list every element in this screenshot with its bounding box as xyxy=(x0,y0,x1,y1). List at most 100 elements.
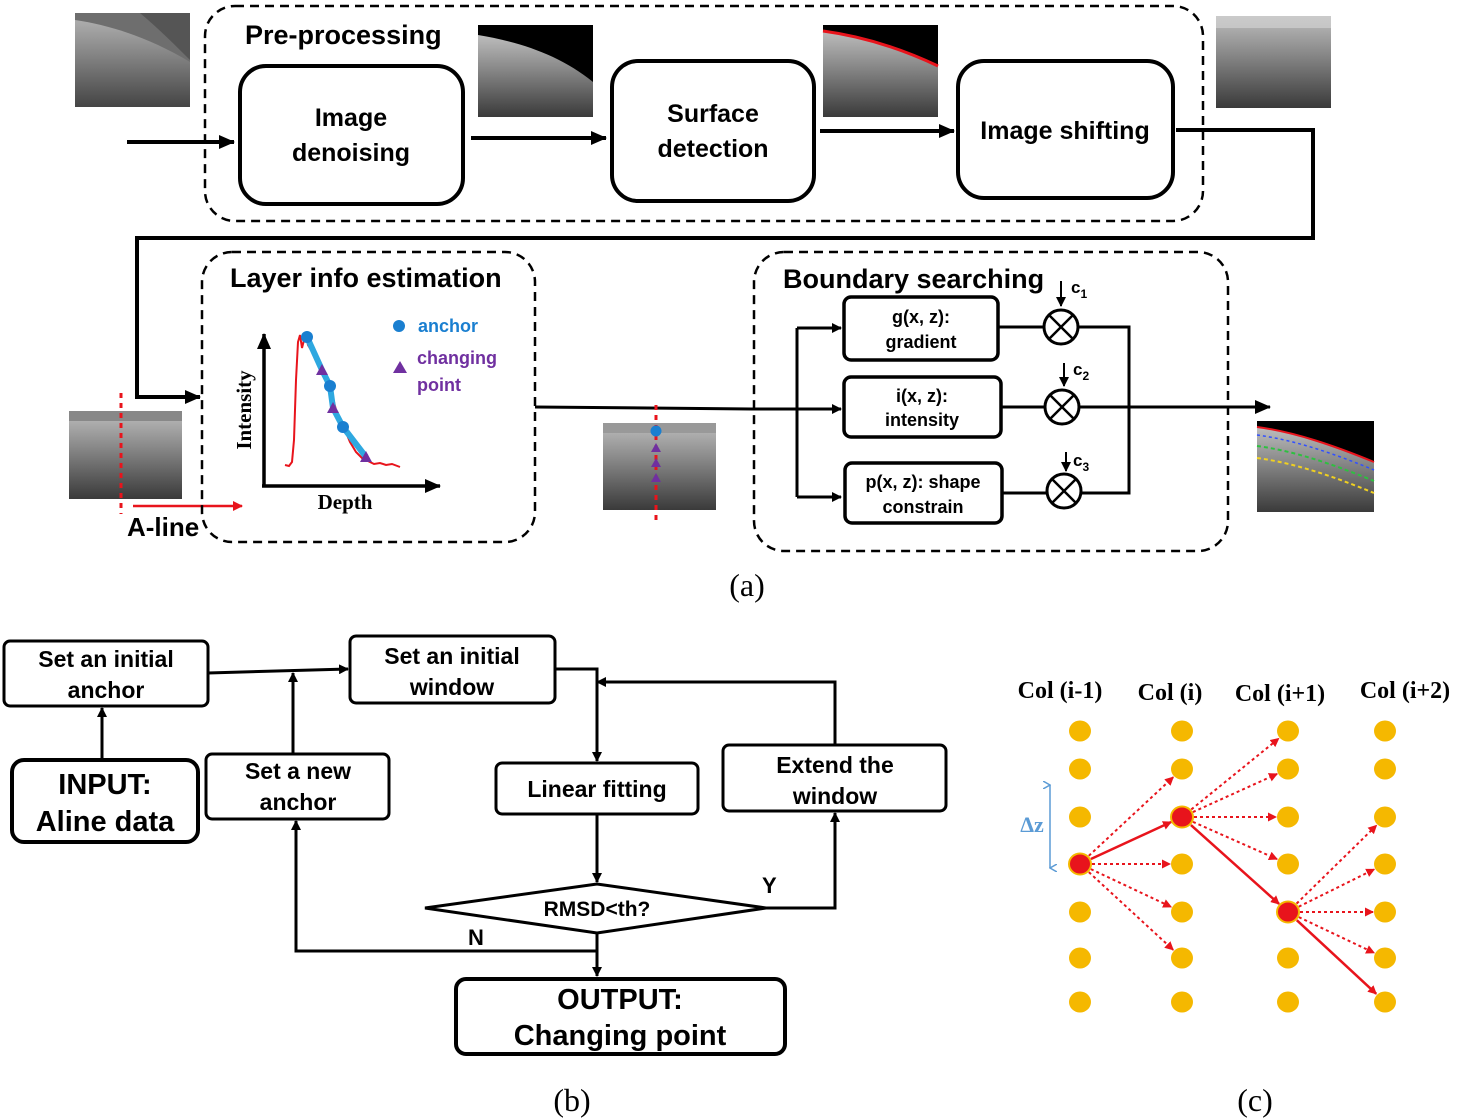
input-oct-thumbnail xyxy=(75,13,190,107)
gradient-label-2: gradient xyxy=(885,332,956,352)
input-box xyxy=(10,758,200,844)
preprocessing-container xyxy=(203,4,1205,223)
candidate-edge xyxy=(1192,820,1278,861)
grid-node xyxy=(1277,853,1299,875)
caption-a: (a) xyxy=(729,567,765,603)
intensity-label-1: i(x, z): xyxy=(896,386,948,406)
candidate-edge xyxy=(1088,871,1174,951)
changing-point xyxy=(316,364,328,375)
c3-label: c3 xyxy=(1073,451,1089,474)
grid-node xyxy=(1069,758,1091,780)
shifted-oct-thumbnail xyxy=(1216,16,1331,108)
search-edges xyxy=(1088,737,1378,995)
image-shifting-box xyxy=(956,59,1175,200)
anchor-point xyxy=(301,331,313,343)
changing-point xyxy=(360,451,372,462)
surface-label-2: detection xyxy=(657,135,768,163)
grid-node xyxy=(1069,806,1091,828)
intensity-label-2: intensity xyxy=(885,410,959,430)
set-initial-anchor-label-1: Set an initial xyxy=(38,646,173,672)
depth-axis-label: Depth xyxy=(318,490,373,514)
column-label-i-minus-1: Col (i-1) xyxy=(1018,678,1103,704)
denoised-oct-thumbnail xyxy=(478,25,593,117)
grid-node xyxy=(1277,758,1299,780)
grid-node xyxy=(1374,806,1396,828)
grid-node xyxy=(1171,947,1193,969)
aline-oct-image xyxy=(69,393,182,514)
input-label-2: Aline data xyxy=(36,806,175,838)
linear-fitting-label: Linear fitting xyxy=(527,776,666,802)
column-label-i: Col (i) xyxy=(1138,680,1203,706)
fitted-segments xyxy=(304,335,369,459)
grid-node xyxy=(1277,947,1299,969)
decision-label: RMSD<th? xyxy=(544,898,651,921)
shape-label-2: constrain xyxy=(882,497,963,517)
panel-b: Set an initial anchor INPUT: Aline data … xyxy=(2,634,948,1118)
grid-node xyxy=(1171,853,1193,875)
arrow-anchor-to-window xyxy=(207,664,349,675)
intensity-plot: Intensity Depth xyxy=(232,331,441,514)
selected-node xyxy=(1170,805,1194,829)
arrow-layer-to-boundary xyxy=(534,405,752,411)
caption-b: (b) xyxy=(553,1082,590,1118)
grid-node xyxy=(1069,901,1091,923)
legend-changing-label-2: point xyxy=(417,375,461,395)
intensity-profile-curve xyxy=(284,333,401,468)
selected-path-edge xyxy=(1295,919,1378,995)
surface-label-1: Surface xyxy=(667,100,759,128)
legend-anchor-label: anchor xyxy=(418,316,478,336)
arrow-yes xyxy=(766,812,840,910)
selected-path-edge xyxy=(1190,824,1280,905)
grid-node xyxy=(1171,720,1193,742)
grid-node xyxy=(1069,720,1091,742)
arrow-extend-to-loop xyxy=(596,677,837,745)
grid-node xyxy=(1171,991,1193,1013)
changing-point xyxy=(327,402,339,413)
no-label: N xyxy=(468,925,484,950)
grid-node xyxy=(1069,991,1091,1013)
layer-info-container xyxy=(200,250,537,544)
column-label-i-plus-2: Col (i+2) xyxy=(1360,678,1450,704)
selected-path-edge xyxy=(1090,820,1173,861)
delta-z-label: Δz xyxy=(1020,812,1044,837)
preprocessing-title: Pre-processing xyxy=(245,20,442,50)
shape-label-1: p(x, z): shape xyxy=(865,472,980,492)
surface-oct-thumbnail xyxy=(822,25,939,117)
grid-node xyxy=(1171,758,1193,780)
multiplier-c1 xyxy=(1042,281,1080,346)
denoising-label-2: denoising xyxy=(292,139,410,167)
denoising-label-1: Image xyxy=(315,104,387,132)
grid-node xyxy=(1374,947,1396,969)
candidate-edge xyxy=(1295,824,1378,905)
grid-node xyxy=(1374,991,1396,1013)
candidate-edge xyxy=(1090,868,1173,908)
output-label-2: Changing point xyxy=(514,1020,727,1052)
legend-changing-marker xyxy=(393,361,407,373)
segmented-oct-image xyxy=(1256,421,1375,512)
selected-node xyxy=(1276,900,1300,924)
layer-info-title: Layer info estimation xyxy=(230,263,502,293)
caption-c: (c) xyxy=(1237,1082,1273,1118)
image-shifting-label: Image shifting xyxy=(980,117,1149,145)
panel-a: Pre-processing Image denoising Surface d… xyxy=(69,4,1375,603)
grid-node xyxy=(1374,720,1396,742)
output-label-1: OUTPUT: xyxy=(557,984,683,1016)
grid-node xyxy=(1277,720,1299,742)
gradient-label-1: g(x, z): xyxy=(892,307,950,327)
grid-node xyxy=(1277,806,1299,828)
node-grid xyxy=(1068,720,1396,1013)
grid-node xyxy=(1171,901,1193,923)
anchor-point xyxy=(324,380,336,392)
sum-bus xyxy=(1078,325,1131,495)
c1-label: c1 xyxy=(1071,278,1087,301)
denoising-box xyxy=(238,64,465,206)
boundary-searching-container xyxy=(752,250,1230,553)
anchored-oct-image xyxy=(603,405,716,524)
arrow-no xyxy=(291,820,599,953)
candidate-edge xyxy=(1192,773,1278,813)
candidate-edge xyxy=(1190,737,1280,811)
grid-node xyxy=(1374,853,1396,875)
input-label-1: INPUT: xyxy=(58,769,151,801)
set-initial-window-label-2: window xyxy=(409,674,494,700)
